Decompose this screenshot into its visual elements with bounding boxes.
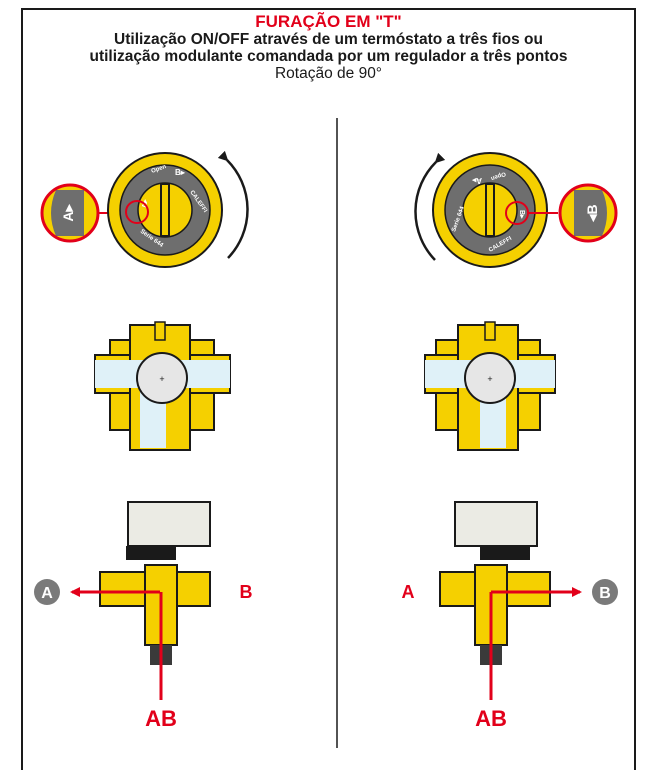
left-knob-port-b: B▸ [175, 168, 186, 177]
left-label-a: A [41, 585, 53, 602]
diagram-header: FURAÇÃO EM "T" Utilização ON/OFF através… [21, 12, 636, 83]
left-zoom-label: A▸ [60, 203, 76, 221]
right-label-a: A [402, 582, 415, 602]
diagram-subtitle-line2: utilização modulante comandada por um re… [89, 48, 568, 65]
diagram-title: FURAÇÃO EM "T" [255, 12, 402, 31]
right-label-b: B [599, 585, 611, 602]
right-badge-b [592, 579, 618, 605]
right-zoom-detail: ◂B [558, 183, 618, 243]
svg-text:+: + [159, 374, 164, 384]
left-knob-group: A▸ A▸ B▸ CALEFFI Serie 644 Open [40, 150, 249, 268]
right-zoom-label: ◂B [584, 204, 600, 222]
right-knob: B▸ A▸ CALEFFI Serie 644 Open [432, 152, 548, 268]
right-rotation-arrow [414, 152, 446, 261]
right-knob-open: Open [490, 170, 507, 181]
left-valve-section: + [94, 321, 231, 451]
diagram-subtitle-line1: Utilização ON/OFF através de um termósta… [114, 31, 543, 48]
left-knob-open: Open [151, 164, 168, 175]
left-zoom-detail: A▸ [40, 183, 100, 243]
right-motorized-valve [439, 501, 551, 665]
left-knob: A▸ B▸ CALEFFI Serie 644 Open [107, 152, 223, 268]
svg-text:+: + [487, 374, 492, 384]
left-knob-port-a: A▸ [142, 199, 149, 208]
right-label-ab: AB [475, 706, 507, 731]
right-knob-port-a: A▸ [471, 176, 482, 185]
left-motorized-valve [99, 501, 211, 665]
left-label-ab: AB [145, 706, 177, 731]
left-label-b: B [240, 582, 253, 602]
left-rotation-arrow [217, 150, 249, 259]
diagram-frame [21, 8, 636, 770]
right-knob-group: B▸ A▸ CALEFFI Serie 644 Open ◂B [414, 152, 618, 268]
rotation-label: Rotação de 90° [274, 65, 383, 82]
right-knob-port-b: B▸ [518, 210, 525, 219]
right-valve-section: + [424, 321, 556, 451]
left-badge-a [34, 579, 60, 605]
